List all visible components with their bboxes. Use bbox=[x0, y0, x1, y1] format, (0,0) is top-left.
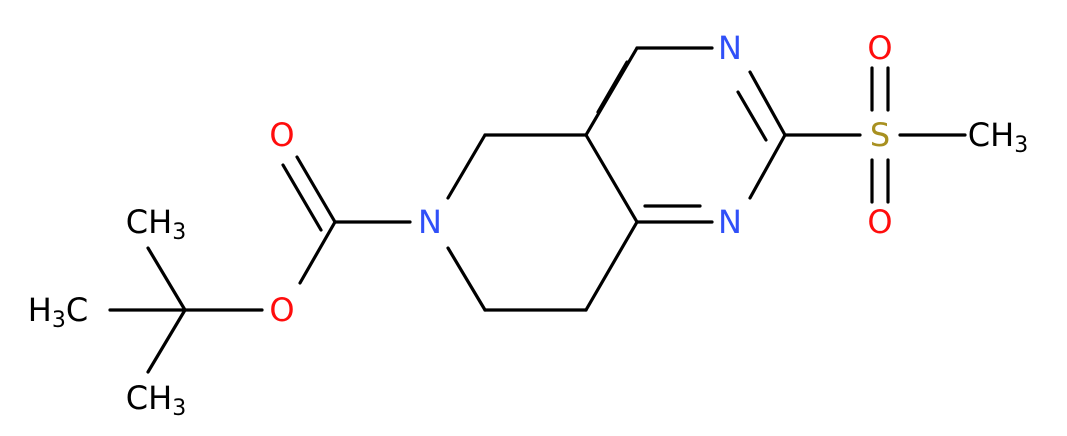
bond-cq-ch3-bottom bbox=[146, 308, 187, 374]
bond-c4-c4a bbox=[584, 133, 639, 224]
atom-o-ester: O bbox=[269, 291, 294, 329]
bond-carbonyl-o-a bbox=[295, 155, 337, 224]
atom-o-carbonyl: O bbox=[269, 116, 294, 154]
ch3-sulfonyl-main: CH bbox=[968, 116, 1014, 154]
bond-c8a-c4a-inner bbox=[596, 60, 629, 114]
bond-n1-c2-inner bbox=[736, 90, 768, 142]
atom-labels: N N N O O O O S CH3 CH3 H3C CH3 bbox=[28, 29, 1028, 421]
bond-c8-c4 bbox=[584, 220, 639, 312]
ch3-left-main: C bbox=[66, 291, 88, 329]
atom-n-ring-top: N bbox=[718, 29, 742, 67]
ch3-left-prefix: H bbox=[28, 291, 52, 329]
group-ch3-left: H3C bbox=[28, 291, 88, 333]
bond-c5-n6 bbox=[446, 133, 487, 200]
bond-n1-c2 bbox=[748, 70, 787, 137]
atom-o-sulfonyl-bottom: O bbox=[867, 203, 892, 241]
bond-carbonyl-o-b bbox=[281, 163, 323, 232]
group-ch3-top: CH3 bbox=[126, 203, 186, 245]
bond-carbonyl-o-ester bbox=[298, 220, 337, 285]
ch3-top-main: CH bbox=[126, 203, 172, 241]
bonds bbox=[108, 46, 967, 374]
atom-n-amide: N bbox=[418, 203, 442, 241]
bond-cq-ch3-top bbox=[146, 246, 187, 312]
ch3-bottom-sub: 3 bbox=[172, 396, 186, 421]
group-ch3-bottom: CH3 bbox=[126, 379, 186, 421]
group-ch3-sulfonyl: CH3 bbox=[968, 116, 1028, 158]
bond-c2-n3 bbox=[748, 133, 787, 200]
atom-n-ring-bottom: N bbox=[718, 203, 742, 241]
ch3-top-sub: 3 bbox=[172, 220, 186, 245]
ch3-sulfonyl-sub: 3 bbox=[1014, 133, 1028, 158]
ch3-bottom-main: CH bbox=[126, 379, 172, 417]
atom-s-sulfonyl: S bbox=[870, 116, 890, 154]
atom-o-sulfonyl-top: O bbox=[867, 29, 892, 67]
ch3-left-sub: 3 bbox=[52, 308, 66, 333]
bond-n6-c7 bbox=[446, 246, 487, 312]
